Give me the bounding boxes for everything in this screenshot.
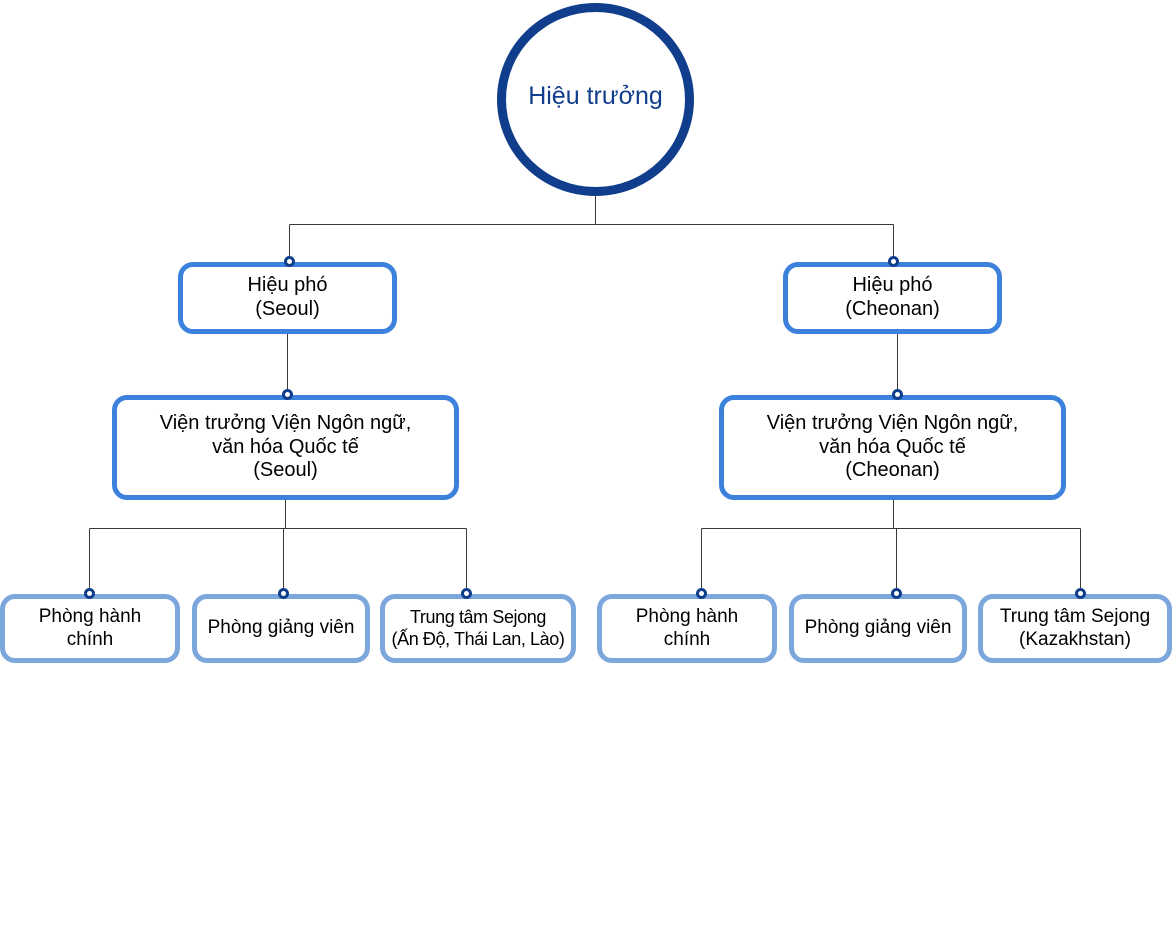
node-admin-office-cheonan[interactable]: Phòng hành chính — [597, 594, 777, 663]
connector-dot-teacher-office-cheonan — [891, 588, 902, 599]
node-sejong-center-seoul[interactable]: Trung tâm Sejong (Ấn Độ, Thái Lan, Lào) — [380, 594, 576, 663]
node-institute-director-cheonan[interactable]: Viện trưởng Viện Ngôn ngữ, văn hóa Quốc … — [719, 395, 1066, 500]
connector-dot-admin-office-seoul — [84, 588, 95, 599]
connector-dot-admin-office-cheonan — [696, 588, 707, 599]
connector-dot-teacher-office-seoul — [278, 588, 289, 599]
node-vice-principal-seoul-label: Hiệu phó (Seoul) — [247, 274, 328, 320]
connector-dot-vice-principal-seoul — [284, 256, 295, 267]
node-teacher-office-seoul-label: Phòng giảng viên — [207, 617, 355, 639]
connector-dot-institute-director-cheonan — [892, 389, 903, 400]
node-institute-director-seoul-label: Viện trưởng Viện Ngôn ngữ, văn hóa Quốc … — [159, 412, 412, 482]
node-teacher-office-seoul[interactable]: Phòng giảng viên — [192, 594, 370, 663]
node-vice-principal-cheonan[interactable]: Hiệu phó (Cheonan) — [783, 262, 1002, 334]
node-institute-director-seoul[interactable]: Viện trưởng Viện Ngôn ngữ, văn hóa Quốc … — [112, 395, 459, 500]
node-vice-principal-seoul[interactable]: Hiệu phó (Seoul) — [178, 262, 397, 334]
node-admin-office-seoul[interactable]: Phòng hành chính — [0, 594, 180, 663]
node-admin-office-seoul-label: Phòng hành chính — [38, 606, 142, 650]
connector-dot-sejong-center-cheonan — [1075, 588, 1086, 599]
node-principal[interactable]: Hiệu trưởng — [497, 3, 694, 196]
connector-dot-vice-principal-cheonan — [888, 256, 899, 267]
node-sejong-center-cheonan[interactable]: Trung tâm Sejong (Kazakhstan) — [978, 594, 1172, 663]
node-vice-principal-cheonan-label: Hiệu phó (Cheonan) — [845, 274, 940, 320]
node-teacher-office-cheonan-label: Phòng giảng viên — [804, 617, 952, 639]
node-teacher-office-cheonan[interactable]: Phòng giảng viên — [789, 594, 967, 663]
node-sejong-center-cheonan-label: Trung tâm Sejong (Kazakhstan) — [999, 606, 1151, 650]
connector-dot-sejong-center-seoul — [461, 588, 472, 599]
node-admin-office-cheonan-label: Phòng hành chính — [635, 606, 739, 650]
node-principal-label: Hiệu trưởng — [528, 82, 663, 111]
node-institute-director-cheonan-label: Viện trưởng Viện Ngôn ngữ, văn hóa Quốc … — [766, 412, 1019, 482]
node-sejong-center-seoul-label: Trung tâm Sejong (Ấn Độ, Thái Lan, Lào) — [391, 607, 565, 649]
connector-dot-institute-director-seoul — [282, 389, 293, 400]
